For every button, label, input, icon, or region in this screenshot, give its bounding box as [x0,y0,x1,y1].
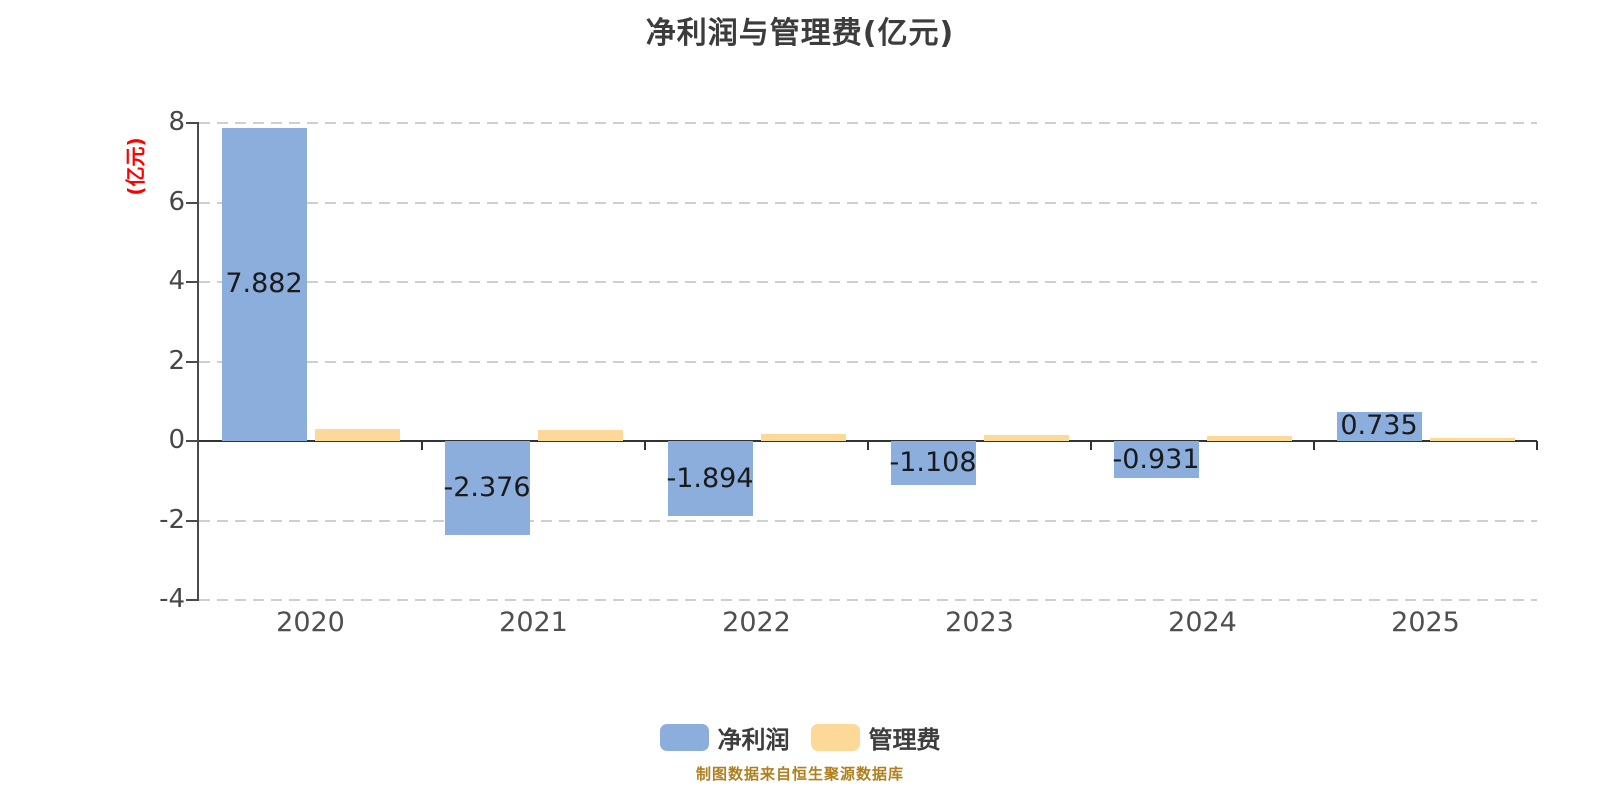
net-profit-bar [1113,441,1199,478]
x-tick-label: 2025 [1391,607,1460,638]
legend-label: 管理费 [868,726,941,754]
y-axis-tick [186,201,199,204]
bar-value-label: -1.894 [666,462,754,494]
x-axis-tick [644,441,646,450]
management-fee-bar [1429,437,1515,441]
y-tick-label: 0 [168,424,185,455]
gridline [199,122,1537,124]
net-profit-bar [221,127,307,441]
net-profit-bar [890,441,976,486]
chart-title: 净利润与管理费(亿元) [645,16,955,51]
y-axis-tick [186,519,199,522]
gridline [199,599,1537,601]
x-axis-tick [1313,441,1315,450]
gridline [199,281,1537,283]
y-tick-label: 2 [168,345,185,376]
legend-label: 净利润 [717,726,790,754]
y-axis-tick [186,360,199,363]
x-axis-tick [1090,441,1092,450]
x-tick-label: 2023 [945,607,1014,638]
gridline [199,201,1537,204]
legend-item-management-fee: 管理费 [810,720,941,755]
management-fee-bar [1206,436,1292,441]
x-axis-tick [1536,441,1538,450]
y-tick-label: 8 [168,106,185,137]
y-tick-label: 4 [168,265,185,296]
net-profit-bar [444,441,530,536]
x-axis-tick [421,441,423,450]
x-tick-label: 2022 [722,607,791,638]
x-tick-label: 2020 [276,607,345,638]
net-profit-bar [667,441,753,517]
management-fee-bar [760,433,846,441]
management-fee-bar [983,435,1069,441]
gridline [199,519,1537,522]
management-fee-swatch-icon [810,724,860,751]
bar-value-label: -1.108 [889,446,977,478]
net-profit-bar [1336,411,1422,441]
chart-legend: 净利润 管理费 [0,720,1600,755]
y-axis-unit-label: (亿元) [123,137,148,196]
y-axis-tick [186,599,199,601]
management-fee-bar [537,430,623,441]
x-axis-tick [867,441,869,450]
management-fee-bar [314,428,400,441]
y-axis-tick [186,281,199,283]
y-tick-label: 6 [168,186,185,217]
bar-value-label: 0.735 [1340,410,1418,442]
x-tick-label: 2021 [499,607,568,638]
bar-value-label: -2.376 [443,472,531,504]
legend-item-net-profit: 净利润 [659,720,790,755]
x-tick-label: 2024 [1168,607,1237,638]
y-axis-line [197,122,199,601]
bar-value-label: 7.882 [225,268,303,300]
bar-value-label: -0.931 [1112,443,1200,475]
y-tick-label: -4 [159,583,185,614]
data-source-note: 制图数据来自恒生聚源数据库 [695,765,904,783]
net-profit-swatch-icon [659,724,709,751]
y-axis-tick [186,122,199,124]
y-axis-tick [186,440,199,442]
gridline [199,360,1537,363]
plot-area: 8 6 4 2 0 -2 -4 2020 2021 2022 2023 2024 2025 7.882 -2… [159,107,1538,638]
y-tick-label: -2 [159,504,185,535]
